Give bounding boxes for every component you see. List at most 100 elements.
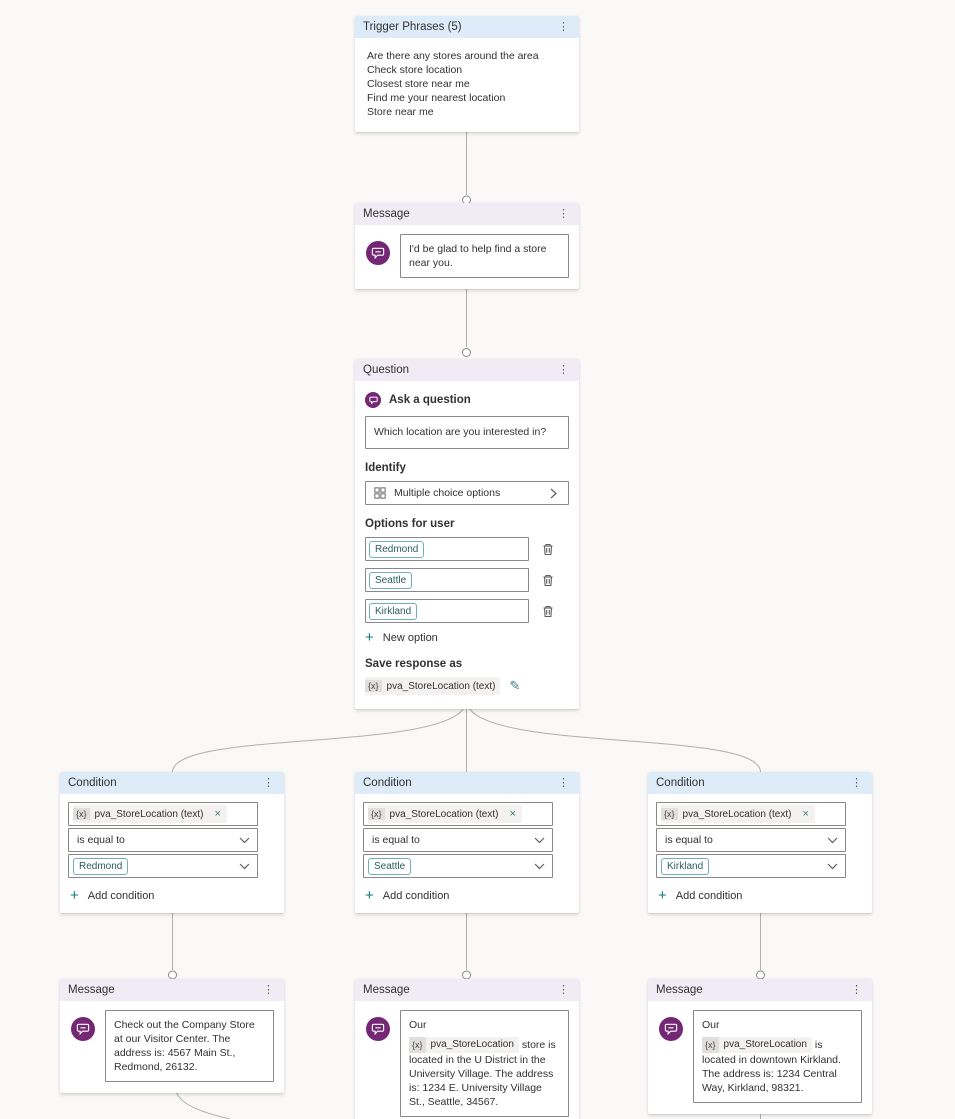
option-row: Seattle: [365, 568, 569, 592]
delete-option-icon[interactable]: [542, 605, 554, 618]
save-response-label: Save response as: [365, 658, 463, 670]
remove-variable-icon[interactable]: ×: [802, 808, 809, 820]
add-condition-button[interactable]: + Add condition: [365, 888, 569, 903]
connector-point[interactable]: [462, 348, 471, 357]
more-options-icon[interactable]: ⋮: [558, 207, 569, 220]
variable-chip[interactable]: {x}pva_StoreLocation: [409, 1037, 519, 1053]
more-options-icon[interactable]: ⋮: [558, 983, 569, 996]
identify-label: Identify: [365, 462, 406, 474]
condition-node-kirkland[interactable]: Condition ⋮ {x} pva_StoreLocation (text)…: [648, 772, 872, 913]
more-options-icon[interactable]: ⋮: [851, 983, 862, 996]
chevron-down-icon: [827, 837, 838, 843]
message-text-box[interactable]: I'd be glad to help find a store near yo…: [400, 234, 569, 278]
operator-dropdown[interactable]: is equal to: [656, 828, 846, 852]
more-options-icon[interactable]: ⋮: [851, 776, 862, 789]
chevron-down-icon: [239, 863, 250, 869]
variable-chip[interactable]: {x}pva_StoreLocation: [702, 1037, 812, 1053]
trigger-phrase: Store near me: [367, 106, 434, 118]
value-chip[interactable]: Redmond: [73, 857, 129, 875]
value-chip[interactable]: Kirkland: [661, 857, 710, 875]
delete-option-icon[interactable]: [542, 543, 554, 556]
add-condition-label: Add condition: [382, 889, 450, 902]
condition-variable-box[interactable]: {x} pva_StoreLocation (text) ×: [656, 802, 846, 826]
option-input[interactable]: Redmond: [365, 537, 529, 561]
option-chip[interactable]: Kirkland: [369, 602, 418, 620]
option-chip[interactable]: Seattle: [369, 571, 413, 589]
connector-point[interactable]: [756, 970, 765, 980]
add-condition-label: Add condition: [87, 889, 155, 902]
message-text: store is located in the U District in th…: [409, 1038, 556, 1108]
message-header: Message ⋮: [648, 979, 872, 1001]
variable-name: pva_StoreLocation (text): [389, 808, 499, 820]
value-chip[interactable]: Seattle: [368, 857, 412, 875]
value-dropdown[interactable]: Redmond: [68, 854, 258, 878]
more-options-icon[interactable]: ⋮: [263, 983, 274, 996]
operator-value: is equal to: [77, 834, 125, 846]
variable-name: pva_StoreLocation: [723, 1039, 807, 1050]
intro-message-node[interactable]: Message ⋮ I'd be glad to help find a sto…: [355, 203, 579, 289]
more-options-icon[interactable]: ⋮: [263, 776, 274, 789]
variable-chip: {x} pva_StoreLocation (text) ×: [661, 805, 815, 823]
chevron-down-icon: [827, 863, 838, 869]
variable-chip[interactable]: {x} pva_StoreLocation (text): [365, 677, 501, 695]
message-node-redmond[interactable]: Message ⋮ Check out the Company Store at…: [60, 979, 284, 1093]
condition-header: Condition ⋮: [648, 772, 872, 794]
new-option-label: New option: [382, 631, 438, 644]
trigger-phrase: Check store location: [367, 64, 463, 76]
identify-type-selector[interactable]: Multiple choice options: [365, 481, 569, 505]
question-node[interactable]: Question ⋮ Ask a question Which location…: [355, 359, 579, 709]
message-text-box[interactable]: Check out the Company Store at our Visit…: [105, 1010, 274, 1082]
question-prompt-box[interactable]: Which location are you interested in?: [365, 416, 569, 449]
variable-name: pva_StoreLocation: [430, 1039, 514, 1050]
operator-dropdown[interactable]: is equal to: [363, 828, 553, 852]
more-options-icon[interactable]: ⋮: [558, 363, 569, 376]
delete-option-icon[interactable]: [542, 574, 554, 587]
condition-variable-box[interactable]: {x} pva_StoreLocation (text) ×: [363, 802, 553, 826]
node-title: Message: [68, 984, 115, 996]
node-title: Condition: [363, 777, 412, 789]
value-dropdown[interactable]: Kirkland: [656, 854, 846, 878]
value-dropdown[interactable]: Seattle: [363, 854, 553, 878]
connector-point[interactable]: [168, 970, 177, 980]
message-header: Message ⋮: [60, 979, 284, 1001]
node-title: Condition: [68, 777, 117, 789]
node-title: Message: [363, 208, 410, 220]
operator-value: is equal to: [665, 834, 713, 846]
trigger-phrases-node[interactable]: Trigger Phrases (5) ⋮ Are there any stor…: [355, 16, 579, 132]
chevron-down-icon: [239, 837, 250, 843]
node-title: Message: [363, 984, 410, 996]
trigger-phrase-list: Are there any stores around the area Che…: [355, 38, 579, 132]
option-row: Redmond: [365, 537, 569, 561]
operator-dropdown[interactable]: is equal to: [68, 828, 258, 852]
plus-icon: +: [365, 629, 374, 646]
node-title: Question: [363, 364, 410, 376]
edit-variable-icon[interactable]: ✎: [509, 678, 521, 693]
more-options-icon[interactable]: ⋮: [558, 776, 569, 789]
remove-variable-icon[interactable]: ×: [214, 808, 221, 820]
option-chip[interactable]: Redmond: [369, 540, 425, 558]
option-input[interactable]: Seattle: [365, 568, 529, 592]
add-condition-button[interactable]: + Add condition: [70, 888, 274, 903]
variable-chip: {x} pva_StoreLocation (text) ×: [73, 805, 227, 823]
option-input[interactable]: Kirkland: [365, 599, 529, 623]
chevron-down-icon: [534, 863, 545, 869]
remove-variable-icon[interactable]: ×: [509, 808, 516, 820]
message-header: Message ⋮: [355, 979, 579, 1001]
condition-node-redmond[interactable]: Condition ⋮ {x} pva_StoreLocation (text)…: [60, 772, 284, 913]
trigger-phrase: Are there any stores around the area: [367, 50, 539, 62]
condition-variable-box[interactable]: {x} pva_StoreLocation (text) ×: [68, 802, 258, 826]
more-options-icon[interactable]: ⋮: [558, 20, 569, 33]
new-option-button[interactable]: + New option: [365, 630, 569, 645]
multiple-choice-icon: [374, 487, 386, 499]
add-condition-button[interactable]: + Add condition: [658, 888, 862, 903]
connector-point[interactable]: [462, 970, 471, 980]
ask-question-icon: [365, 392, 381, 408]
options-for-user-label: Options for user: [365, 518, 455, 530]
condition-node-seattle[interactable]: Condition ⋮ {x} pva_StoreLocation (text)…: [355, 772, 579, 913]
